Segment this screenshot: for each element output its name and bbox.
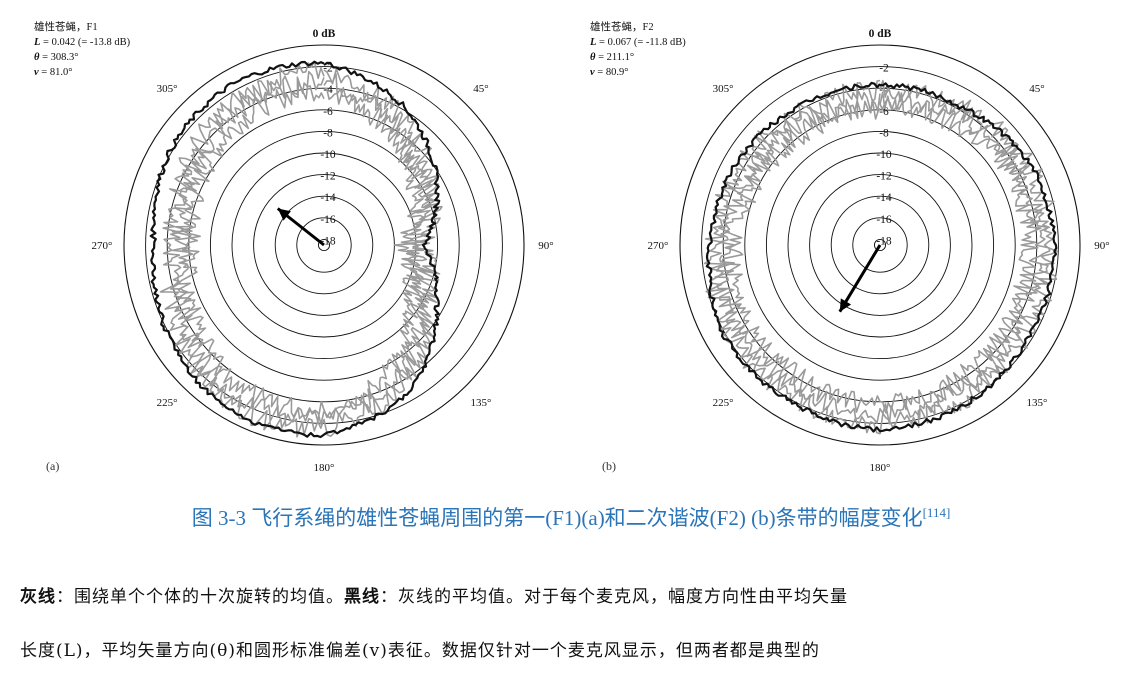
gray-line-text: ：围绕单个个体的十次旋转的均值。 — [56, 587, 344, 607]
panel-sub-label-a: (a) — [46, 459, 59, 473]
radial-tick-label-b-9: -18 — [876, 235, 892, 247]
mean-vector-shaft-b — [838, 244, 882, 313]
angle-tick-label-a-2: 90° — [538, 240, 553, 252]
angle-tick-label-a-4: 180° — [314, 462, 335, 474]
stats-theta-value-a: = 308.3° — [39, 52, 79, 63]
angle-tick-label-a-6: 270° — [92, 240, 113, 252]
black-line-text: ：灰线的平均值。对于每个麦克风，幅度方向性由平均矢量 — [380, 587, 848, 607]
black-trace-b — [705, 81, 1058, 433]
polar-ring-b-6 — [809, 174, 951, 316]
stats-block-b: 雄性苍蝇，F2 L = 0.067 (= -11.8 dB) θ = 211.1… — [590, 20, 686, 80]
angle-tick-label-a-5: 225° — [157, 397, 178, 409]
radial-tick-label-a-2: -4 — [323, 84, 333, 96]
radial-tick-label-b-5: -10 — [876, 149, 892, 161]
stats-L-value-b: = 0.067 (= -11.8 dB) — [596, 37, 686, 48]
radial-tick-label-b-4: -8 — [879, 127, 889, 139]
radial-tick-label-a-5: -10 — [320, 149, 336, 161]
polar-ring-a-4 — [209, 130, 439, 360]
stats-block-a: 雄性苍蝇，F1 L = 0.042 (= -13.8 dB) θ = 308.3… — [34, 20, 130, 80]
radial-tick-label-a-8: -16 — [320, 214, 336, 226]
stats-title-b: 雄性苍蝇，F2 — [590, 22, 654, 33]
stats-theta-value-b: = 211.1° — [595, 52, 635, 63]
polar-ring-a-3 — [188, 109, 460, 381]
panel-sub-label-b: (b) — [602, 459, 616, 473]
polar-ring-a-9 — [317, 238, 331, 252]
angle-tick-label-b-0: 0 dB — [869, 28, 892, 40]
polar-ring-b-9 — [873, 238, 887, 252]
mean-vector-arrowhead-a — [277, 208, 291, 221]
stats-L-value-a: = 0.042 (= -13.8 dB) — [40, 37, 131, 48]
angle-tick-label-b-2: 90° — [1094, 240, 1109, 252]
radial-tick-label-a-3: -6 — [323, 106, 333, 118]
angle-tick-label-b-1: 45° — [1029, 83, 1044, 95]
stats-v-value-b: = 80.9° — [594, 67, 629, 78]
radial-tick-label-a-7: -14 — [320, 192, 336, 204]
angle-tick-label-b-3: 135° — [1027, 397, 1048, 409]
polar-ring-b-1 — [701, 66, 1059, 424]
radial-tick-label-a-4: -8 — [323, 127, 333, 139]
polar-ring-a-2 — [166, 87, 482, 403]
angle-tick-label-a-3: 135° — [471, 397, 492, 409]
angle-tick-label-b-6: 270° — [648, 240, 669, 252]
polar-ring-b-8 — [852, 217, 908, 273]
stats-L-label-b: L — [590, 37, 597, 48]
polar-plot-b-svg: -2-4-6-8-10-12-14-16-180 dB45°90°135°180… — [602, 28, 1110, 474]
angle-tick-label-a-0: 0 dB — [313, 28, 336, 40]
angle-tick-label-b-7: 305° — [713, 83, 734, 95]
figure-note-line-1: 灰线：围绕单个个体的十次旋转的均值。黑线：灰线的平均值。对于每个麦克风，幅度方向… — [20, 582, 1130, 607]
radial-tick-label-b-3: -6 — [879, 106, 889, 118]
radial-tick-label-b-7: -14 — [876, 192, 892, 204]
figure-caption: 图 3-3 飞行系绳的雄性苍蝇周围的第一(F1)(a)和二次谐波(F2) (b)… — [0, 502, 1142, 532]
polar-ring-a-8 — [296, 217, 352, 273]
radial-tick-label-b-8: -16 — [876, 214, 892, 226]
stats-title-a: 雄性苍蝇，F1 — [34, 22, 98, 33]
angle-tick-label-a-7: 305° — [157, 83, 178, 95]
stats-v-value-a: = 81.0° — [38, 67, 73, 78]
figure-caption-text: 图 3-3 飞行系绳的雄性苍蝇周围的第一(F1)(a)和二次谐波(F2) (b)… — [191, 506, 923, 530]
black-line-label: 黑线 — [344, 587, 380, 607]
angle-tick-label-b-4: 180° — [870, 462, 891, 474]
radial-tick-label-a-1: -2 — [323, 63, 333, 75]
stats-theta-label-b: θ — [590, 52, 596, 63]
polar-ring-a-1 — [145, 66, 503, 424]
polar-ring-a-7 — [274, 195, 374, 295]
stats-theta-label-a: θ — [34, 52, 40, 63]
polar-plot-a-svg: -2-4-6-8-10-12-14-16-180 dB45°90°135°180… — [46, 28, 554, 474]
figure-note-line-2: 长度(L)，平均矢量方向(θ)和圆形标准偏差(v)表征。数据仅针对一个麦克风显示… — [20, 641, 820, 661]
polar-ring-b-4 — [765, 130, 995, 360]
polar-ring-b-7 — [830, 195, 930, 295]
angle-tick-label-b-5: 225° — [713, 397, 734, 409]
polar-outer-ring-a — [123, 44, 525, 446]
figure-caption-ref: [114] — [922, 505, 951, 520]
stats-v-label-a: v — [34, 67, 39, 78]
radial-tick-label-b-6: -12 — [876, 171, 892, 183]
stats-v-label-b: v — [590, 67, 595, 78]
polar-ring-b-5 — [787, 152, 973, 338]
gray-line-label: 灰线 — [20, 587, 56, 607]
black-trace-a — [149, 60, 441, 439]
angle-tick-label-a-1: 45° — [473, 83, 488, 95]
gray-trace-a-2 — [159, 60, 443, 438]
radial-tick-label-b-1: -2 — [879, 63, 889, 75]
polar-outer-ring-b — [679, 44, 1081, 446]
radial-tick-label-a-6: -12 — [320, 171, 336, 183]
stats-L-label-a: L — [34, 37, 41, 48]
mean-vector-arrowhead-b — [839, 298, 852, 312]
gray-trace-b-1 — [714, 90, 1051, 425]
